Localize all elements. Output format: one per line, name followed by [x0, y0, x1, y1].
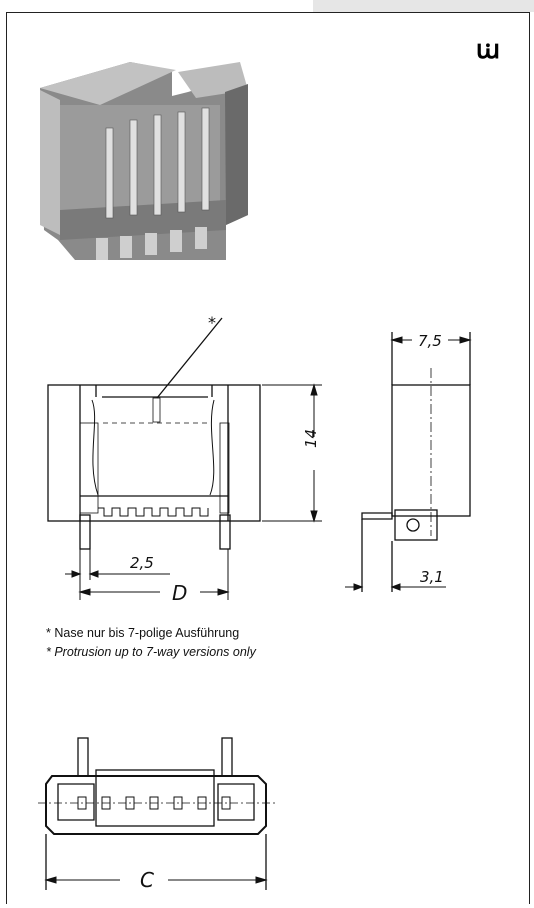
pitch-dimension — [65, 549, 230, 600]
connector-photo — [40, 62, 248, 260]
c-label: C — [140, 868, 154, 892]
note-german: * Nase nur bis 7-polige Ausführung — [46, 626, 240, 640]
offset-label: 3,1 — [420, 568, 444, 586]
height-label: 14 — [302, 429, 320, 448]
ul-recognized-icon: ꭐ — [476, 35, 500, 65]
pitch-label: 2,5 — [130, 554, 154, 572]
note-english: * Protrusion up to 7-way versions only — [46, 645, 256, 659]
top-view-drawing — [38, 737, 275, 890]
header-tab — [313, 0, 534, 12]
side-width-dimension — [345, 336, 472, 591]
d-label: D — [172, 581, 187, 605]
asterisk-callout: * — [208, 313, 216, 332]
front-view-drawing — [47, 317, 261, 550]
side-width-label: 7,5 — [418, 332, 442, 350]
page-frame — [6, 12, 530, 904]
side-view-drawing — [361, 332, 471, 592]
height-dimension — [262, 383, 322, 523]
c-dimension — [44, 876, 268, 884]
